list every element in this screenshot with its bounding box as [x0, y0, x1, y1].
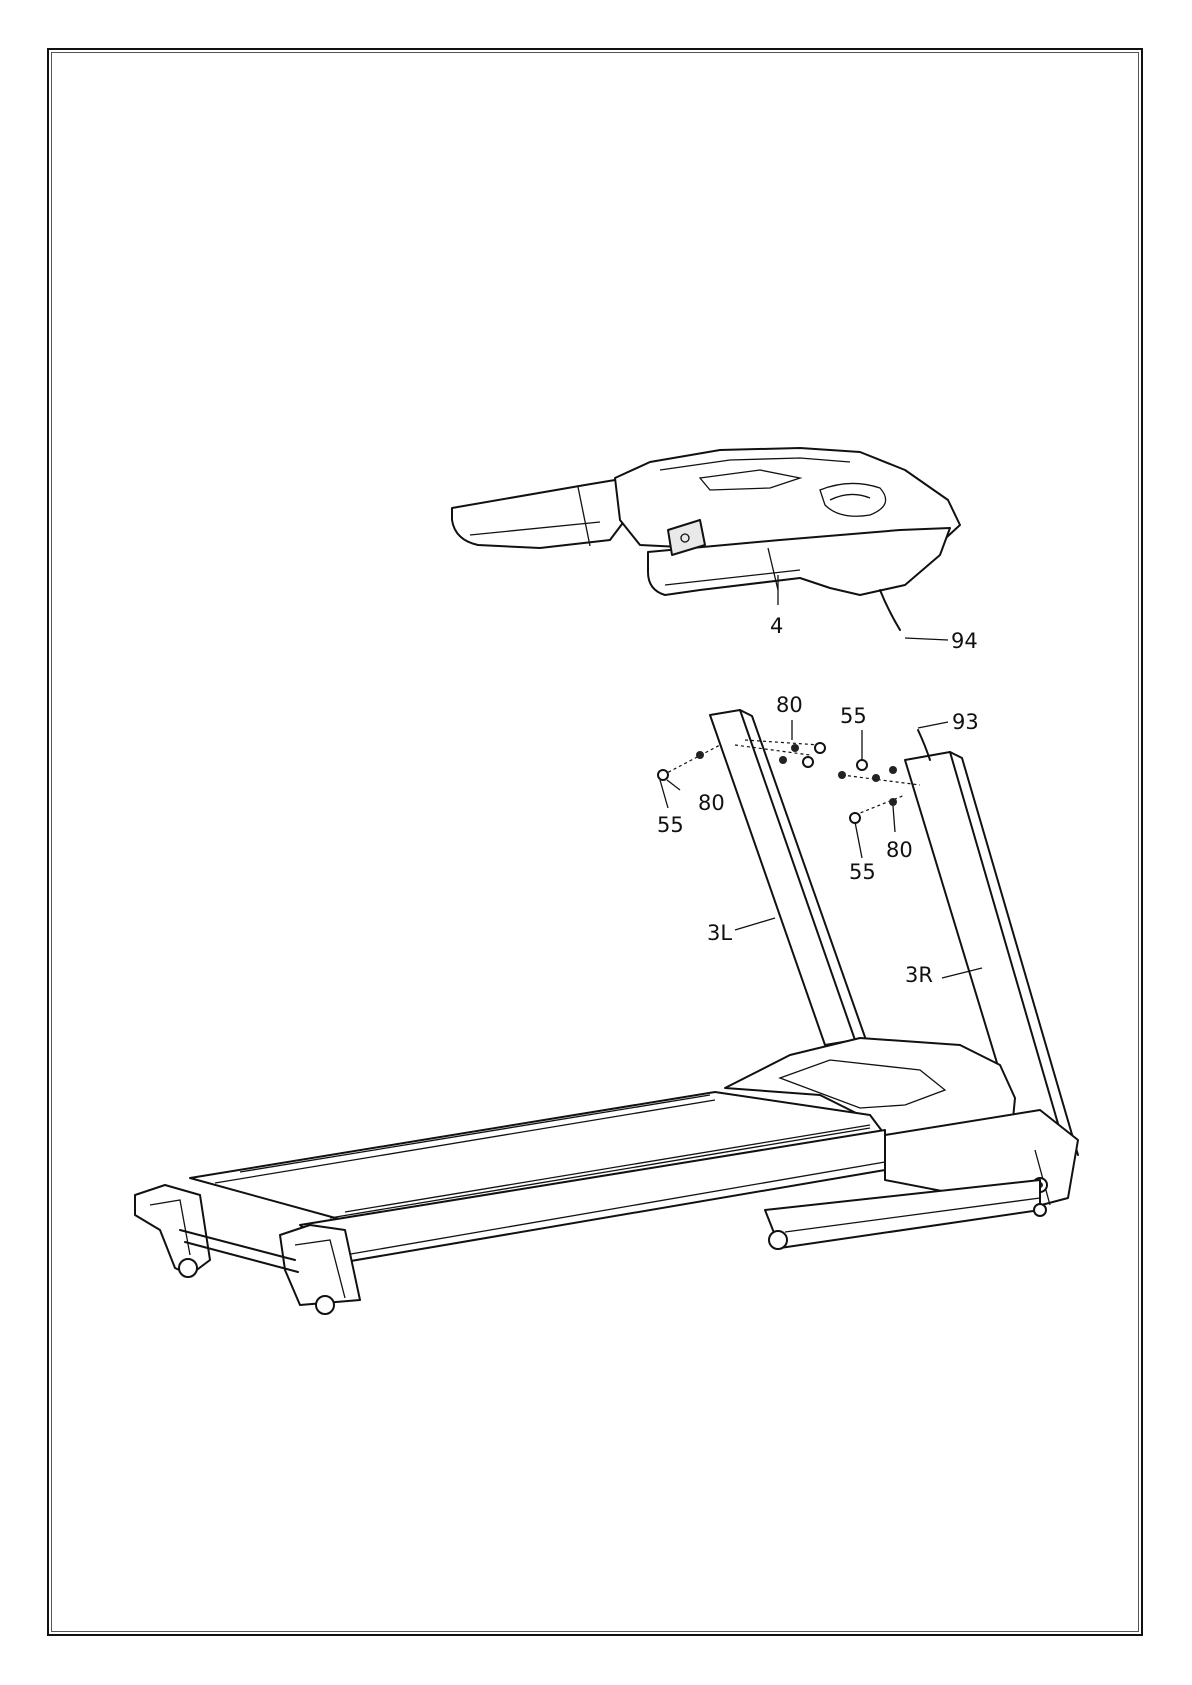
- label-bolt-right: 55: [849, 860, 876, 884]
- label-washer-top: 80: [776, 693, 803, 717]
- label-bolt-left: 55: [657, 813, 684, 837]
- label-bolt-top: 55: [840, 704, 867, 728]
- label-cable-lower: 93: [952, 710, 979, 734]
- label-upright-left: 3L: [707, 921, 732, 945]
- label-cable-upper: 94: [951, 629, 978, 653]
- label-washer-right: 80: [886, 838, 913, 862]
- console-assembly: [452, 448, 960, 630]
- label-console: 4: [770, 614, 783, 638]
- upright-left: [710, 710, 866, 1045]
- label-upright-right: 3R: [905, 963, 933, 987]
- label-washer-left: 80: [698, 791, 725, 815]
- treadmill-base: [135, 1038, 1078, 1314]
